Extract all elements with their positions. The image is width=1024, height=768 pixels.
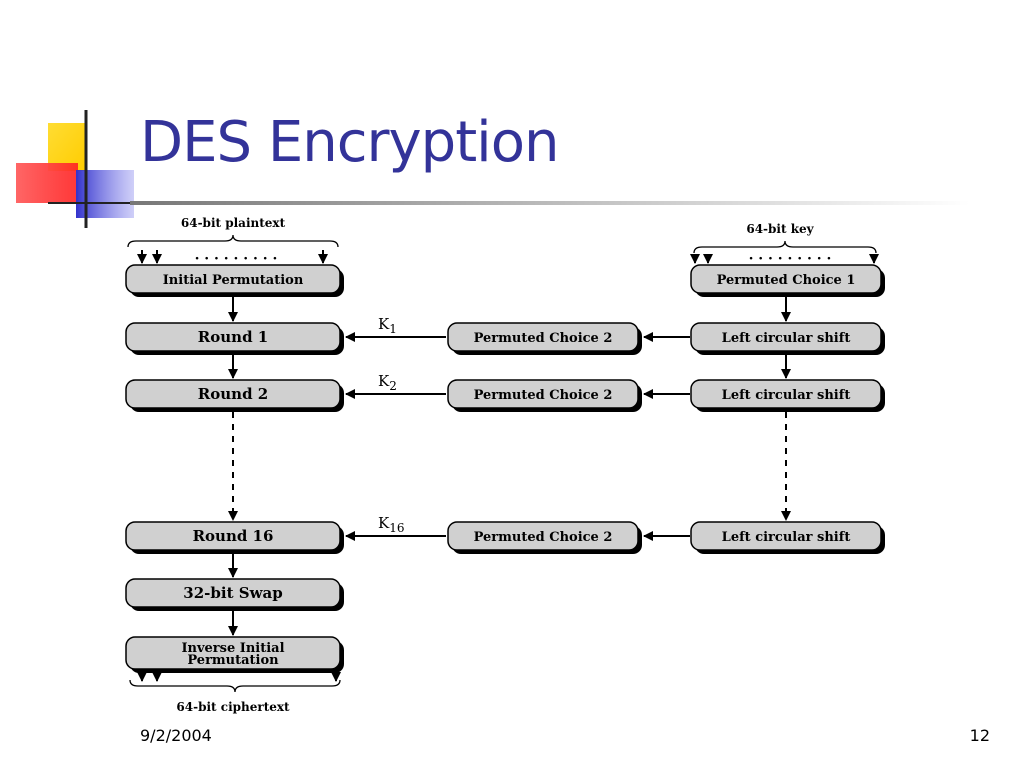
inverse-ip-box-label: Permutation — [187, 653, 279, 668]
plaintext-dots: · · · · · · · · · — [195, 251, 278, 267]
permuted-choice-2-box-2: Permuted Choice 2 — [447, 379, 642, 412]
initial-permutation-box: Initial Permutation — [125, 264, 344, 297]
subkey-label-1: K1 — [378, 315, 397, 336]
slide-title: DES Encryption — [140, 110, 559, 175]
subkey-label-3: K16 — [378, 514, 405, 535]
permuted-choice-2-box-3: Permuted Choice 2 — [447, 521, 642, 554]
ciphertext-brace — [129, 679, 341, 693]
swap-box-label: 32-bit Swap — [183, 584, 282, 602]
permuted-choice-1-box: Permuted Choice 1 — [690, 264, 885, 297]
round-16-box-label: Round 16 — [193, 527, 274, 545]
initial-permutation-box-label: Initial Permutation — [163, 273, 304, 288]
round-1-box: Round 1 — [125, 322, 344, 355]
swap-box: 32-bit Swap — [125, 578, 344, 611]
round-2-box: Round 2 — [125, 379, 344, 412]
plaintext-label: 64-bit plaintext — [181, 216, 286, 230]
permuted-choice-2-box-3-label: Permuted Choice 2 — [474, 530, 613, 545]
left-shift-1-box: Left circular shift — [690, 322, 885, 355]
permuted-choice-2-box-1: Permuted Choice 2 — [447, 322, 642, 355]
left-shift-2-box-label: Left circular shift — [722, 388, 851, 403]
key-dots: · · · · · · · · · — [749, 251, 832, 267]
footer-date: 9/2/2004 — [140, 726, 212, 745]
left-shift-2-box: Left circular shift — [690, 379, 885, 412]
permuted-choice-1-box-label: Permuted Choice 1 — [717, 273, 856, 288]
inverse-ip-box-label: Inverse Initial — [181, 641, 284, 656]
key-brace — [693, 240, 877, 254]
key-label: 64-bit key — [746, 222, 814, 236]
footer-page-number: 12 — [969, 726, 990, 745]
subkey-label-2: K2 — [378, 372, 397, 393]
permuted-choice-2-box-2-label: Permuted Choice 2 — [474, 388, 613, 403]
corner-decoration — [16, 110, 140, 228]
round-16-box: Round 16 — [125, 521, 344, 554]
permuted-choice-2-box-1-label: Permuted Choice 2 — [474, 331, 613, 346]
title-underline — [130, 201, 970, 205]
deco-red-square — [16, 163, 78, 203]
ciphertext-dots: · · · · · · · · · — [199, 664, 282, 680]
left-shift-16-box: Left circular shift — [690, 521, 885, 554]
left-shift-1-box-label: Left circular shift — [722, 331, 851, 346]
ciphertext-label: 64-bit ciphertext — [176, 700, 290, 714]
left-shift-16-box-label: Left circular shift — [722, 530, 851, 545]
plaintext-brace — [127, 234, 339, 248]
round-2-box-label: Round 2 — [198, 385, 268, 403]
round-1-box-label: Round 1 — [198, 328, 268, 346]
